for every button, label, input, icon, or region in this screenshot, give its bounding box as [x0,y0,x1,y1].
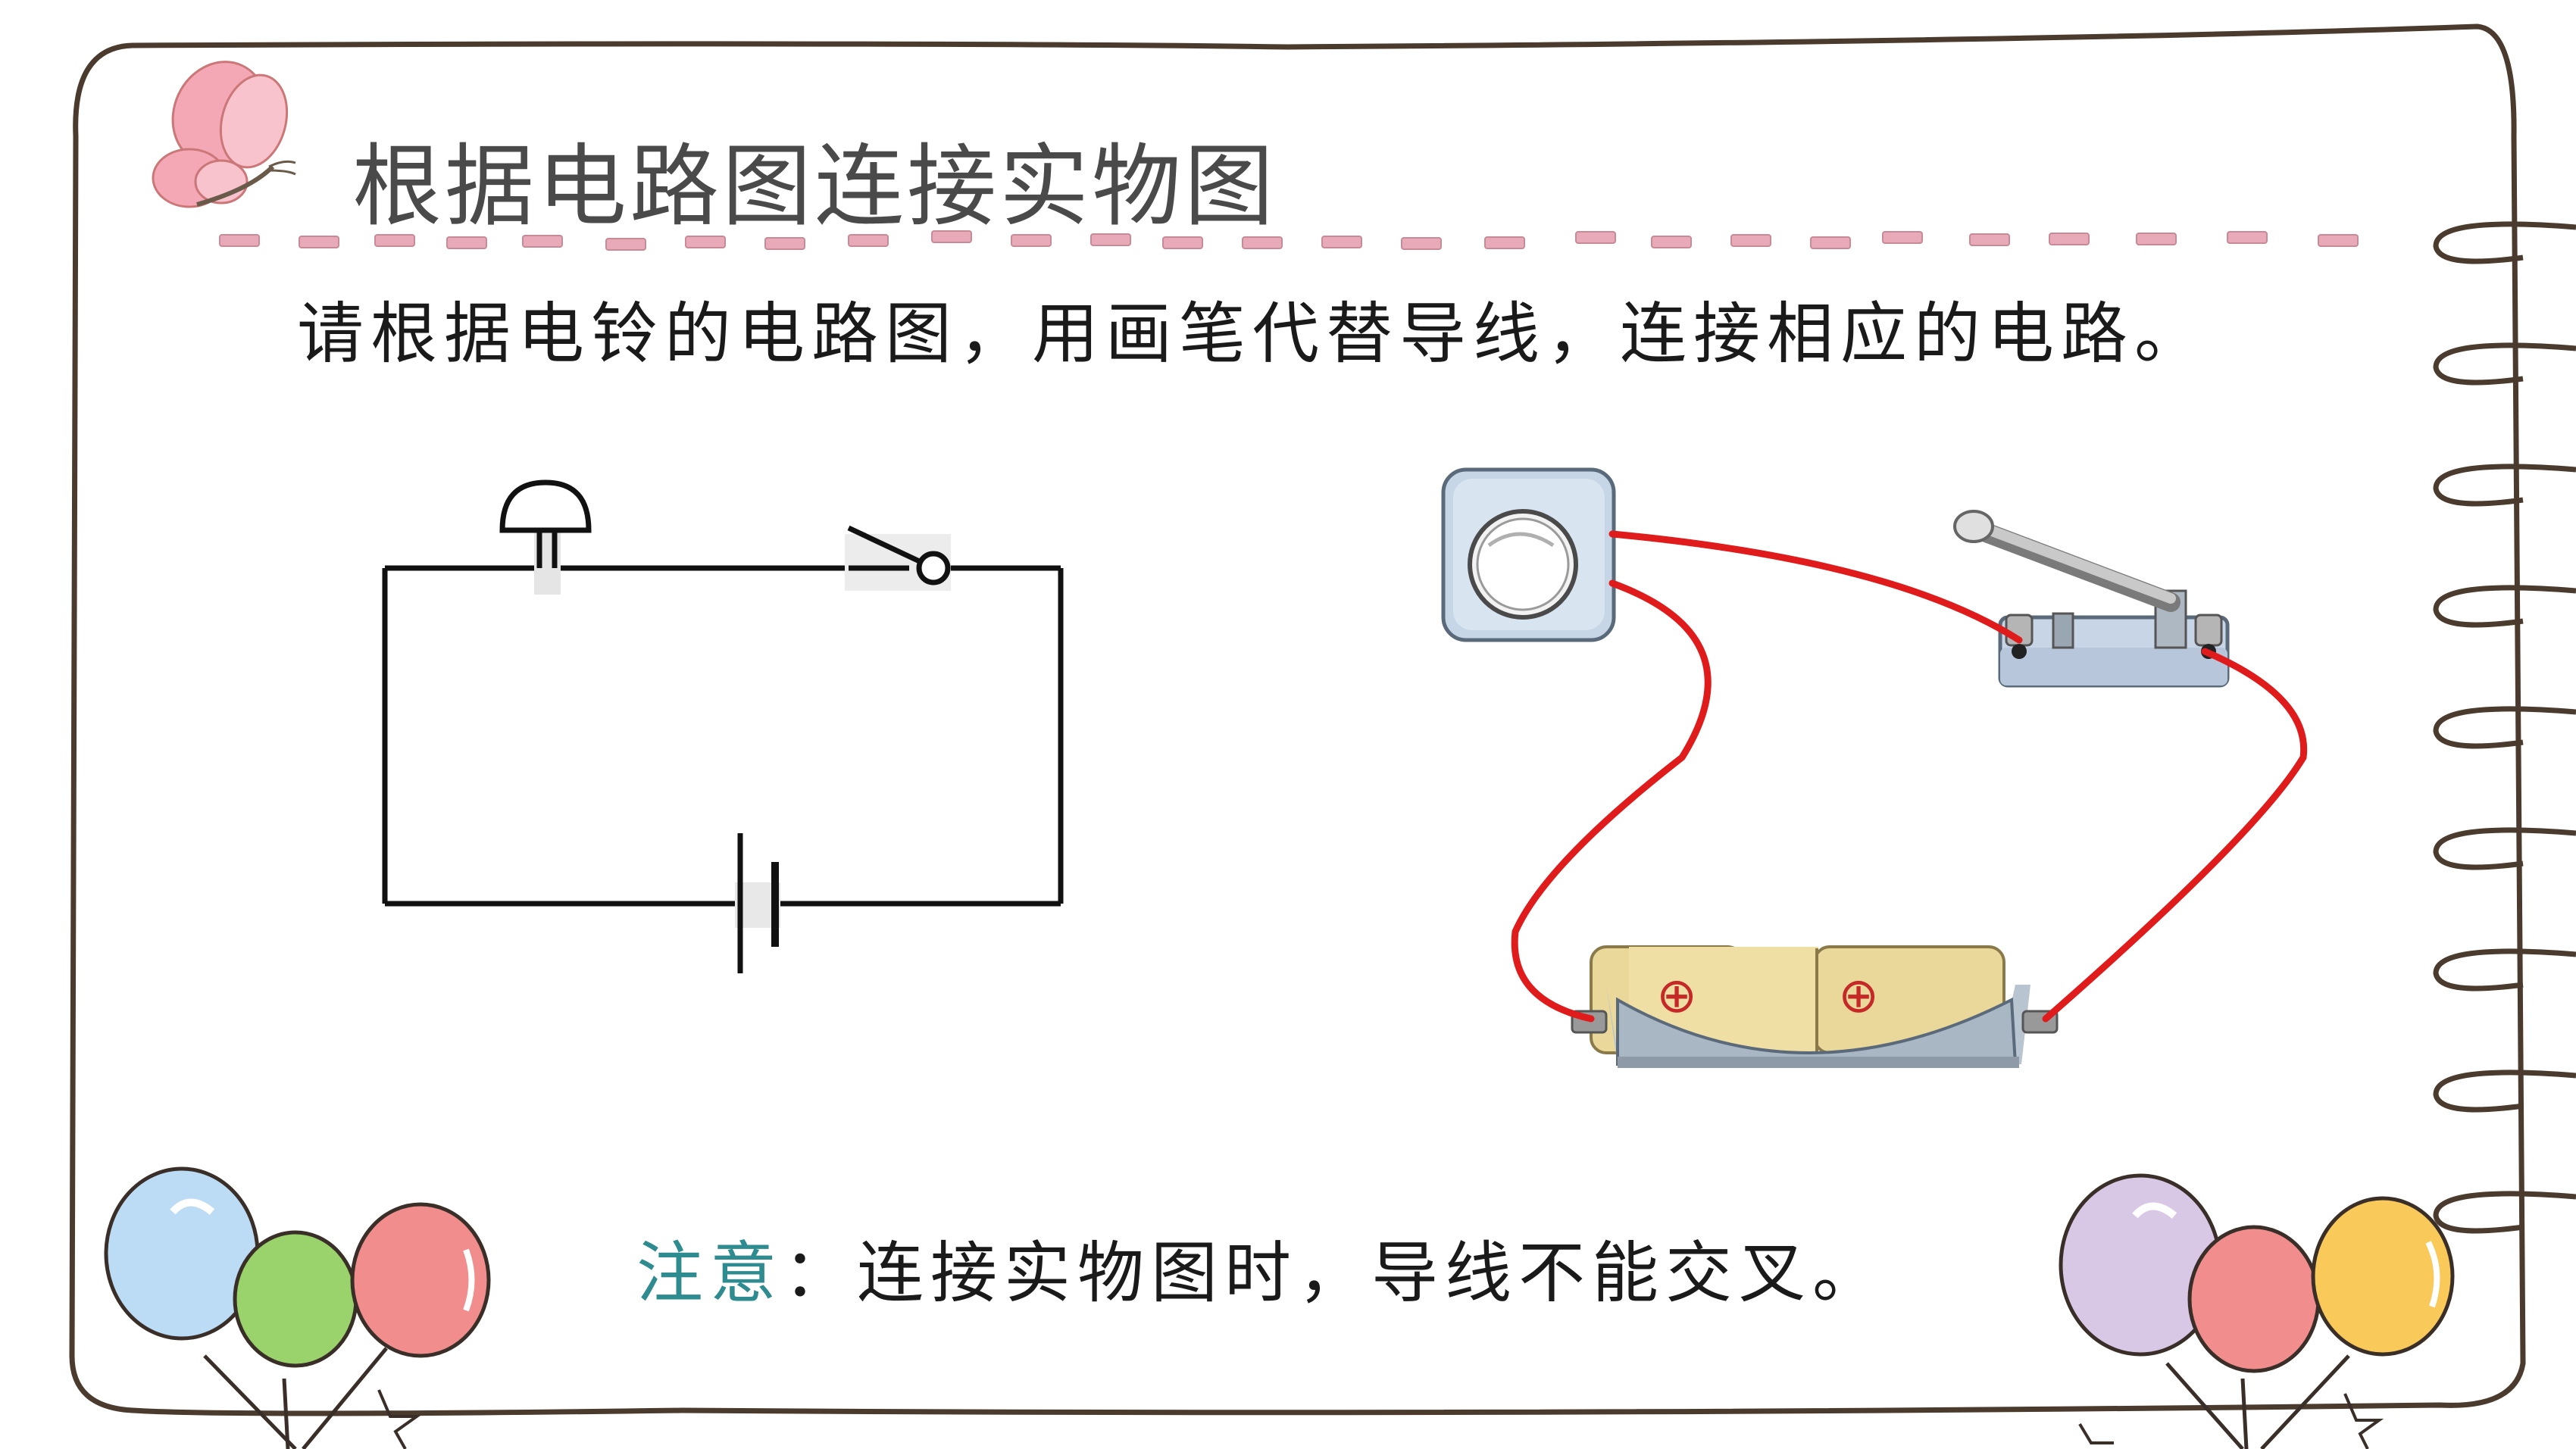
battery-icon: ⊕ ⊕ [1571,945,2059,1068]
bell-symbol [499,479,592,595]
note-text: 注意：连接实物图时，导线不能交叉。 [636,1219,1886,1316]
wire-bell-to-battery [1511,579,1712,1023]
note-label: 注意 [636,1234,784,1312]
switch-icon [1953,510,2230,688]
battery-plus-2: ⊕ [1838,968,1879,1024]
battery-symbol [735,833,780,973]
page-title: 根据电路图连接实物图 [352,134,1277,239]
circuit-diagram [382,565,1064,907]
wire-bell-to-switch [1608,530,2023,644]
title-dash-line [219,230,2359,251]
switch-symbol [845,525,951,591]
battery-plus-1: ⊕ [1656,968,1697,1024]
notebook-frame [69,23,2526,1416]
bell-icon [1441,467,1616,642]
balloons-right-icon [2059,1173,2455,1449]
balloons-left-icon [104,1166,491,1449]
butterfly-icon [152,61,296,208]
note-body: ：连接实物图时，导线不能交叉。 [783,1234,1887,1312]
wire-switch-to-battery [2042,648,2308,1023]
connecting-wires [1511,530,2308,1023]
spiral-rings [2433,221,2576,1234]
instruction-text: 请根据电铃的电路图，用画笔代替导线，连接相应的电路。 [297,295,2209,373]
